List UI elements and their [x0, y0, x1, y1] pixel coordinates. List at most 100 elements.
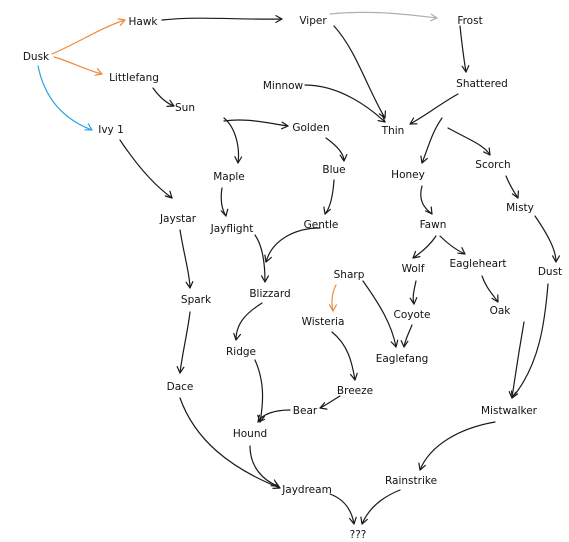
node-maple: Maple	[213, 171, 245, 183]
arrowhead-icon	[233, 332, 241, 341]
edge-line	[152, 87, 175, 107]
edge-line	[333, 25, 386, 119]
arrowhead-icon	[390, 339, 399, 348]
edge-eagleheart-to-oak	[481, 275, 499, 303]
arrowhead-icon	[349, 516, 357, 525]
arrowhead-icon	[275, 15, 283, 23]
edge-line	[534, 215, 557, 263]
node-jaydream: Jaydream	[281, 484, 332, 496]
edge-rainstrike-to-unknown	[360, 489, 401, 525]
arrowhead-icon	[339, 154, 348, 162]
edge-misty-to-dust	[534, 215, 560, 263]
node-frost: Frost	[457, 15, 482, 27]
arrowhead-icon	[420, 155, 428, 164]
arrowhead-icon	[281, 121, 289, 130]
edge-line	[319, 395, 341, 409]
edge-jaystar-to-spark	[179, 229, 194, 289]
node-rainstrike: Rainstrike	[385, 475, 437, 487]
edge-wolf-to-coyote	[409, 280, 418, 305]
arrowhead-icon	[220, 208, 229, 217]
edge-sharp-to-wisteria	[329, 284, 337, 312]
node-spark: Spark	[181, 294, 212, 306]
arrowhead-icon	[323, 206, 331, 215]
edge-line	[51, 19, 126, 55]
edge-shattered-to-scorch	[447, 127, 491, 156]
node-wolf: Wolf	[402, 263, 425, 275]
node-eaglefang: Eaglefang	[376, 353, 429, 365]
edge-blue-to-gentle	[323, 179, 335, 215]
node-jaystar: Jaystar	[159, 213, 197, 225]
node-dace: Dace	[167, 381, 194, 393]
edge-bear-to-hound	[257, 409, 291, 423]
edge-maple-to-jayflight	[220, 187, 229, 217]
node-scorch: Scorch	[475, 159, 510, 171]
node-ridge: Ridge	[226, 346, 256, 358]
edge-fawn-to-wolf	[412, 235, 437, 259]
node-blizzard: Blizzard	[249, 288, 290, 300]
edge-line	[53, 56, 103, 75]
edge-fawn-to-eagleheart	[439, 235, 466, 255]
edge-sun-to-golden	[223, 119, 289, 130]
edge-line	[257, 409, 291, 423]
edge-line	[331, 331, 356, 381]
edge-ridge-to-hound	[254, 359, 265, 423]
node-hound: Hound	[233, 428, 267, 440]
edge-viper-to-thin	[333, 25, 386, 119]
node-breeze: Breeze	[337, 385, 373, 397]
edge-littlefang-to-sun	[152, 87, 175, 107]
edge-line	[329, 493, 355, 525]
arrowhead-icon	[425, 206, 433, 215]
arrowhead-icon	[319, 402, 328, 410]
edge-honey-to-fawn	[420, 185, 433, 215]
node-bear: Bear	[293, 405, 318, 417]
edge-ivy1-to-jaystar	[119, 139, 173, 199]
edge-line	[439, 235, 466, 255]
node-wisteria: Wisteria	[302, 316, 345, 328]
edge-line	[265, 227, 321, 263]
edge-wisteria-to-breeze	[331, 331, 358, 381]
edge-line	[161, 17, 283, 21]
edge-minnow-to-thin	[304, 84, 386, 123]
arrowhead-icon	[350, 372, 358, 381]
arrowhead-icon	[412, 250, 421, 259]
arrowhead-icon	[164, 190, 173, 199]
edge-line	[459, 25, 467, 73]
edge-line	[324, 179, 335, 215]
arrowhead-icon	[84, 123, 93, 131]
arrowhead-icon	[117, 18, 126, 26]
arrowhead-icon	[176, 366, 185, 374]
node-eagleheart: Eagleheart	[449, 258, 506, 270]
node-sun: Sun	[175, 102, 195, 114]
arrowhead-icon	[483, 147, 491, 156]
arrowhead-icon	[461, 65, 470, 73]
edge-gentle-to-blizzard	[264, 227, 321, 263]
node-jayflight: Jayflight	[210, 223, 254, 235]
node-honey: Honey	[391, 169, 425, 181]
edge-hawk-to-viper	[161, 15, 283, 23]
arrowhead-icon	[264, 254, 272, 263]
edge-line	[249, 445, 279, 487]
edge-line	[223, 117, 240, 164]
edge-sharp-to-eaglefang	[362, 280, 399, 348]
edge-line	[254, 234, 266, 283]
node-hawk: Hawk	[129, 16, 159, 28]
edge-line	[361, 489, 401, 525]
edge-line	[223, 119, 289, 127]
node-sharp: Sharp	[334, 269, 365, 281]
edges-layer	[37, 11, 560, 525]
edge-scorch-to-misty	[505, 175, 519, 199]
arrowhead-icon	[378, 110, 386, 119]
edge-shattered-to-thin	[409, 93, 459, 125]
node-ivy1: Ivy 1	[98, 124, 124, 136]
arrowhead-icon	[94, 68, 103, 76]
edge-viper-to-frost	[329, 11, 438, 22]
edge-golden-to-blue	[325, 137, 348, 162]
arrowhead-icon	[511, 390, 519, 399]
edge-line	[362, 280, 397, 348]
node-dusk: Dusk	[23, 51, 50, 63]
node-thin: Thin	[381, 125, 405, 137]
edge-shattered-to-honey	[420, 117, 443, 164]
